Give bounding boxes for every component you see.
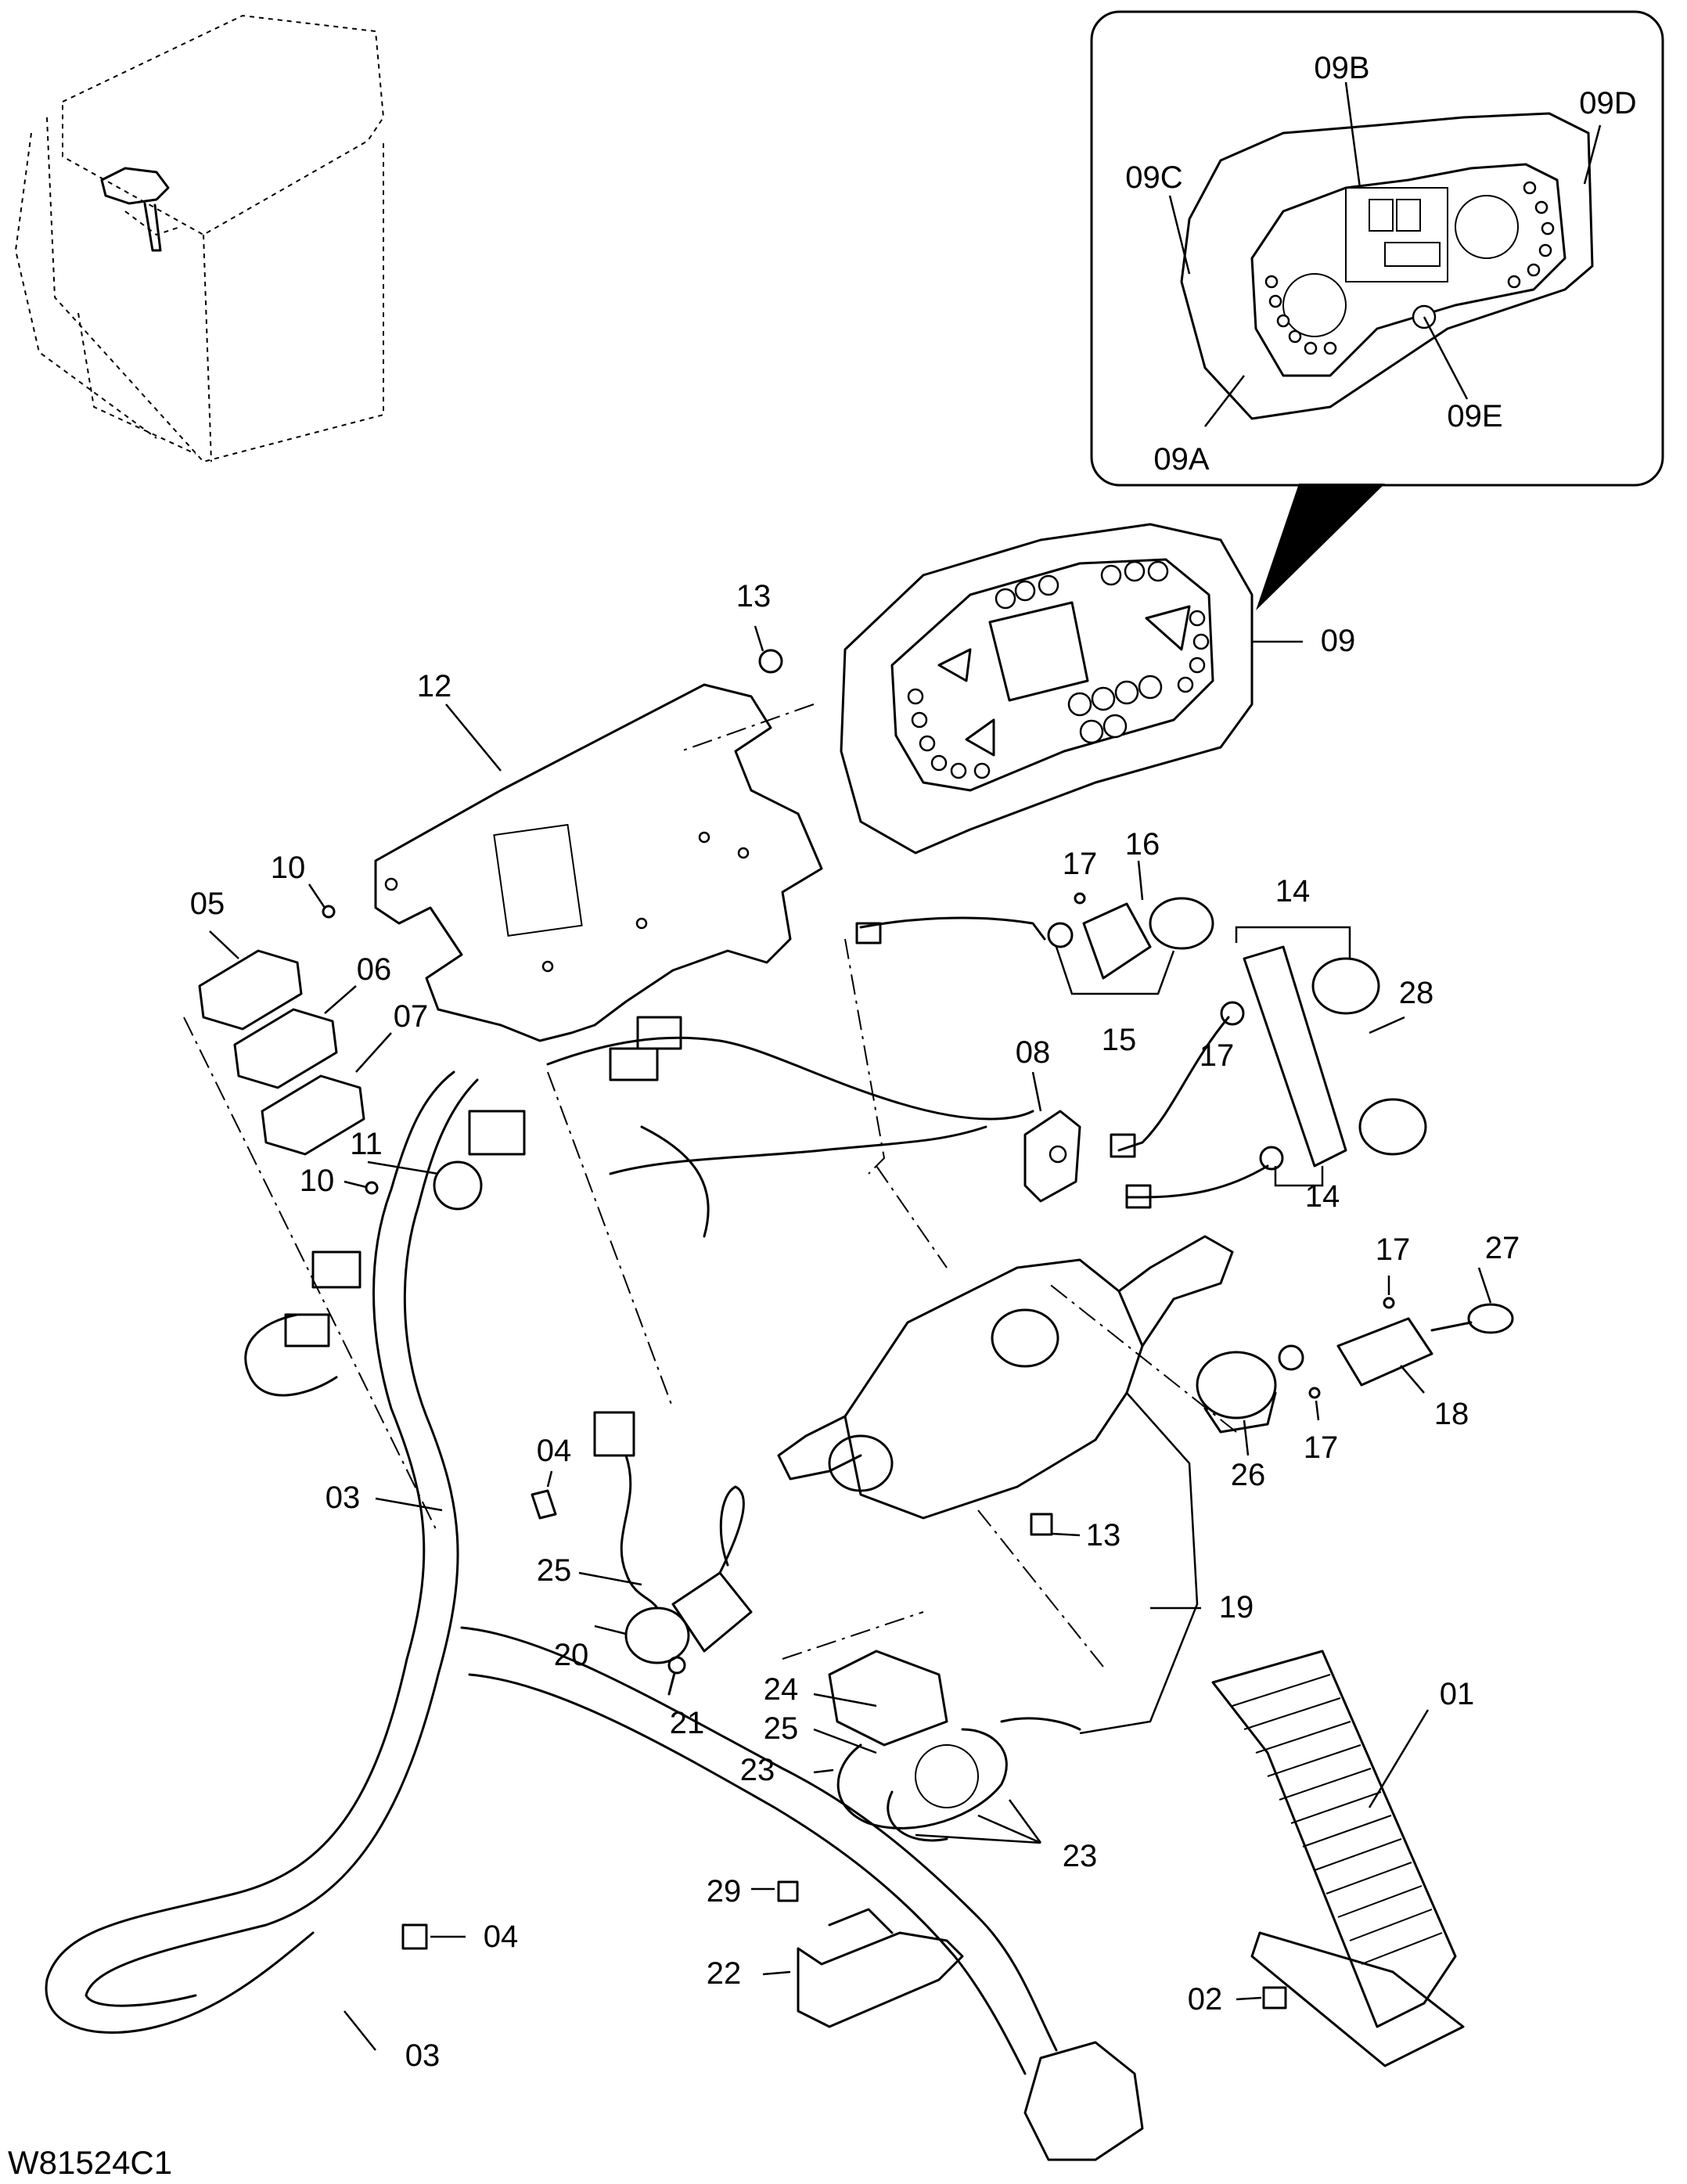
callout-20: 20 bbox=[554, 1638, 589, 1672]
callout-09D: 09D bbox=[1579, 86, 1636, 121]
callout-24: 24 bbox=[764, 1672, 799, 1707]
callout-17-b: 17 bbox=[1200, 1038, 1235, 1073]
callout-14-top: 14 bbox=[1275, 874, 1311, 909]
callout-11: 11 bbox=[350, 1127, 383, 1161]
callout-17-a: 17 bbox=[1063, 847, 1098, 881]
switch-08: 08 bbox=[1016, 1035, 1081, 1203]
callout-28: 28 bbox=[1399, 976, 1434, 1010]
connector-bundle-24: 24 25 23 23 bbox=[740, 1650, 1098, 1873]
callout-07: 07 bbox=[394, 999, 429, 1034]
callout-03-lower: 03 bbox=[405, 2038, 441, 2073]
cab-overview bbox=[14, 14, 385, 463]
callout-25-lower: 25 bbox=[764, 1711, 799, 1746]
callout-04-upper: 04 bbox=[537, 1434, 572, 1468]
accelerator-pedal-01: 01 bbox=[1211, 1650, 1475, 2067]
screw-10-lower: 10 bbox=[300, 1164, 379, 1198]
cluster-indicator-lamps bbox=[907, 560, 1210, 779]
screw-13-top: 13 bbox=[736, 579, 783, 674]
switch-20: 20 25 bbox=[537, 1411, 753, 1672]
callout-22: 22 bbox=[707, 1956, 742, 1991]
callout-12: 12 bbox=[417, 669, 452, 703]
ignition-switch-26: 26 18 27 17 17 bbox=[1196, 1231, 1520, 1492]
callout-05: 05 bbox=[190, 887, 225, 921]
callout-01: 01 bbox=[1440, 1677, 1475, 1711]
relay-06: 06 bbox=[233, 952, 392, 1089]
inset-pointer bbox=[1256, 484, 1385, 610]
callout-08: 08 bbox=[1016, 1035, 1051, 1070]
screw-10-upper: 10 bbox=[271, 851, 336, 919]
instrument-cluster: 09 bbox=[840, 523, 1356, 855]
callout-19: 19 bbox=[1219, 1590, 1254, 1625]
callout-09E: 09E bbox=[1447, 399, 1502, 434]
grommet-11: 11 bbox=[350, 1127, 439, 1175]
assembly-lines bbox=[183, 703, 1237, 1668]
callout-17-d: 17 bbox=[1304, 1430, 1339, 1465]
bolt-02: 02 bbox=[1188, 1982, 1287, 2017]
main-harness: 03 03 bbox=[45, 1016, 1144, 2161]
callout-09C: 09C bbox=[1125, 160, 1182, 195]
callout-13-lower: 13 bbox=[1086, 1518, 1121, 1553]
callout-10-lower: 10 bbox=[300, 1164, 335, 1198]
callout-15: 15 bbox=[1102, 1023, 1137, 1057]
screw-21: 21 bbox=[667, 1656, 705, 1740]
callout-13-top: 13 bbox=[736, 579, 772, 613]
callout-18: 18 bbox=[1434, 1397, 1469, 1431]
callout-25-upper: 25 bbox=[537, 1553, 572, 1588]
callout-03-upper: 03 bbox=[326, 1481, 361, 1515]
rotary-switch-15: 16 17 15 bbox=[855, 827, 1214, 1057]
callout-09B: 09B bbox=[1314, 51, 1369, 85]
bolt-04-lower: 04 bbox=[401, 1920, 519, 1954]
callout-09A: 09A bbox=[1153, 442, 1209, 477]
dual-switch-14: 14 14 28 17 bbox=[1110, 874, 1434, 1214]
callout-21: 21 bbox=[670, 1706, 705, 1740]
relay-07: 07 bbox=[261, 999, 429, 1156]
screw-13-lower: 13 bbox=[1030, 1513, 1121, 1553]
bolt-04-upper: 04 bbox=[531, 1434, 572, 1520]
callout-26: 26 bbox=[1231, 1458, 1266, 1492]
callout-04-lower: 04 bbox=[484, 1920, 519, 1954]
callout-09: 09 bbox=[1321, 624, 1356, 658]
inset-led-ring bbox=[1264, 181, 1555, 355]
drawing-code: W81524C1 bbox=[8, 2144, 172, 2181]
callout-06: 06 bbox=[357, 952, 392, 987]
relay-05: 05 bbox=[190, 887, 303, 1031]
callout-23-left: 23 bbox=[740, 1753, 775, 1787]
callout-16: 16 bbox=[1125, 827, 1160, 862]
bracket-22: 29 22 bbox=[707, 1874, 964, 2028]
pedal-ribs bbox=[1232, 1674, 1443, 1965]
callout-29: 29 bbox=[707, 1874, 742, 1909]
callout-17-c: 17 bbox=[1376, 1232, 1411, 1267]
mounting-plate: 12 bbox=[374, 669, 823, 1042]
detail-inset: 09B 09C 09D 09E 09A bbox=[1090, 10, 1664, 487]
combination-switch-19: 19 bbox=[777, 1235, 1254, 1735]
callout-23-right: 23 bbox=[1063, 1839, 1098, 1873]
callout-02: 02 bbox=[1188, 1982, 1223, 2017]
callout-14-bottom: 14 bbox=[1305, 1179, 1340, 1214]
callout-27: 27 bbox=[1485, 1231, 1520, 1265]
callout-10-upper: 10 bbox=[271, 851, 306, 885]
